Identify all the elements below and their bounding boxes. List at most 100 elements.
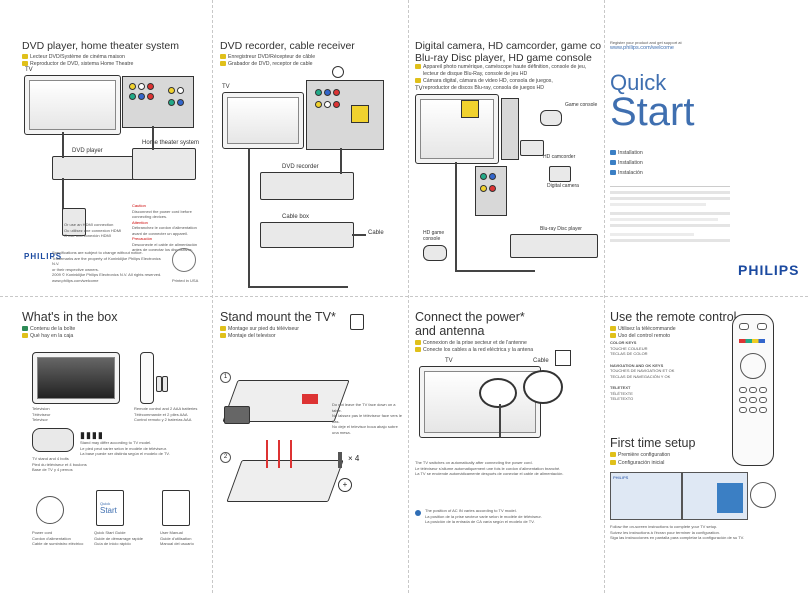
subtitle-fr: Lecteur DVD/Système de cinéma maison xyxy=(22,54,208,61)
panel-title: What's in the box xyxy=(22,310,118,324)
subtitle-es-2: reproductor de discos Blu-ray, consola d… xyxy=(423,85,545,91)
power-cord-illustration xyxy=(36,496,64,524)
legal-text: Specifications are subject to change wit… xyxy=(52,250,162,283)
tv-label: TV xyxy=(25,67,33,73)
tv-connector-panel xyxy=(306,80,384,150)
setup-sub-fr: Première configuration xyxy=(610,452,670,459)
bullet-icon xyxy=(22,61,28,67)
bullet-icon xyxy=(415,347,421,353)
panel-title: Use the remote control xyxy=(610,310,737,324)
tv-illustration xyxy=(222,92,304,149)
cable xyxy=(62,178,64,218)
battery-icon xyxy=(156,376,162,392)
dvd-player-label: DVD player xyxy=(72,148,103,154)
subtitle-fr: Contenu de la boîte xyxy=(22,326,208,333)
bullet-icon xyxy=(610,452,616,458)
subtitle-fr: Connexion de la prise secteur et de l'an… xyxy=(415,340,601,347)
panel-dvd-recorder: DVD recorder, cable receiver Enregistreu… xyxy=(220,40,404,290)
tv-illustration xyxy=(419,366,541,438)
dvd-recorder-device xyxy=(260,172,354,200)
side-panel-highlight xyxy=(461,100,479,118)
stand-warning-note: Do not leave the TV face down on a table… xyxy=(332,402,403,435)
cable xyxy=(152,126,154,150)
panel-remote-setup: Use the remote control Utilisez la téléc… xyxy=(610,310,802,586)
ac-position-note: The position of AC IN varies according t… xyxy=(425,508,542,524)
stand-base-illustration xyxy=(224,406,250,424)
subtitle-fr-2: lecteur de disque Blu-Ray, console de je… xyxy=(423,71,528,77)
panel-stand-mount: Stand mount the TV* Montage sur pied du … xyxy=(220,310,404,586)
subtitle-es: Qué hay en la caja xyxy=(22,333,208,340)
subtitle-es: Cámara digital, cámara de video HD, cons… xyxy=(415,78,601,85)
tv-label: TV xyxy=(222,84,230,90)
stand-note: Stand may differ according to TV model.L… xyxy=(80,440,170,456)
bullet-icon xyxy=(220,54,226,60)
bullet-icon xyxy=(415,340,421,346)
bolt-icon xyxy=(338,452,342,468)
panel-title: DVD recorder, cable receiver xyxy=(220,40,355,52)
info-text-block xyxy=(610,186,730,273)
home-theater-device xyxy=(132,148,196,180)
tv-connector-panel xyxy=(475,166,507,216)
bullet-icon xyxy=(415,78,421,84)
panel-whats-in-box: What's in the box Contenu de la boîte Qu… xyxy=(22,310,208,586)
arrow-down-icon xyxy=(266,440,268,468)
lang-en: Installation xyxy=(610,150,643,157)
arrow-down-icon xyxy=(278,440,280,468)
power-note: The TV switches on automatically after c… xyxy=(415,460,564,476)
philips-logo: PHILIPS xyxy=(24,252,63,261)
cable xyxy=(340,148,342,174)
panel-title-2: Blu-ray Disc player, HD game console xyxy=(415,52,592,64)
cable-label: Cable xyxy=(368,230,384,236)
panel-camera-console: Digital camera, HD camcorder, game conso… xyxy=(415,40,601,290)
bolt-count: × 4 xyxy=(348,454,360,463)
gamepad-icon xyxy=(423,245,447,261)
bullet-icon xyxy=(22,333,28,339)
bullet-icon xyxy=(22,54,28,60)
welcome-url[interactable]: www.philips.com/welcome xyxy=(610,44,674,51)
subtitle-es: Reproductor de DVD, sistema Home Theatre xyxy=(22,61,208,68)
dvd-player-device xyxy=(52,156,134,180)
cable-label: Cable xyxy=(533,358,549,364)
nav-ok-icon xyxy=(750,482,776,508)
panel-title: Digital camera, HD camcorder, game conso… xyxy=(415,40,601,52)
digital-camera-label: Digital camera xyxy=(547,183,579,189)
step-number: 2 xyxy=(220,452,231,463)
hdmi-connector xyxy=(62,208,86,236)
subtitle-es: Grabador de DVD, receptor de cable xyxy=(220,61,404,68)
bullet-icon xyxy=(610,326,616,332)
cable xyxy=(455,162,457,272)
panel-title: Connect the power* xyxy=(415,310,525,324)
subtitle-es: Uso del control remoto xyxy=(610,333,802,340)
cable xyxy=(352,234,366,236)
quick-start-booklet: Quick Start xyxy=(96,490,124,526)
cable xyxy=(248,148,250,288)
hd-game-console-label: HD game console xyxy=(423,230,445,242)
panel-dvd-home-theater: DVD player, home theater system Lecteur … xyxy=(22,40,208,290)
setup-sub-es: Configuración inicial xyxy=(610,460,664,467)
tv-illustration xyxy=(415,94,499,164)
user-manual-booklet xyxy=(162,490,190,526)
tv-illustration xyxy=(24,75,121,135)
bluray-label: Blu-ray Disc player xyxy=(540,226,582,232)
bullet-icon xyxy=(415,64,421,70)
tv-label: TV xyxy=(415,86,423,92)
panel-title: DVD player, home theater system xyxy=(22,40,179,52)
power-socket-zoom xyxy=(479,378,517,408)
recycle-icon xyxy=(172,248,196,272)
screwdriver-icon: + xyxy=(338,478,352,492)
bullet-icon xyxy=(610,170,616,176)
antenna-socket-zoom xyxy=(523,370,563,404)
bullet-icon xyxy=(610,333,616,339)
bullet-icon xyxy=(610,160,616,166)
antenna-icon xyxy=(332,66,344,78)
remote-illustration xyxy=(140,352,154,404)
panel-title-2: and antenna xyxy=(415,324,485,338)
cover-panel: Register your product and get support at… xyxy=(610,40,802,290)
bolts-icon: ▮▮▮▮ xyxy=(80,430,104,440)
